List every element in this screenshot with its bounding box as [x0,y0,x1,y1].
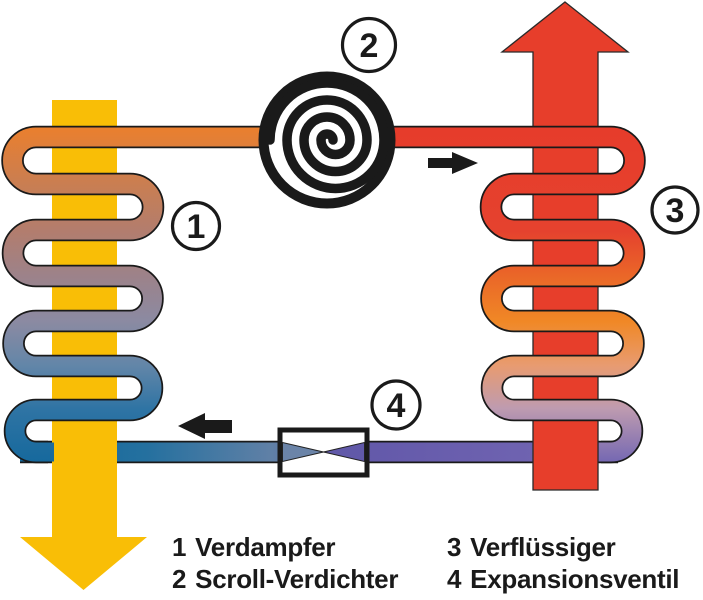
marker-evaporator: 1 [170,200,222,252]
legend-label: Scroll-Verdichter [195,564,399,594]
legend-item-verdampfer: 1 Verdampfer [172,532,336,563]
marker-circle [340,16,398,74]
marker-circle [170,200,222,252]
legend-number: 2 [172,564,187,594]
valve-nozzle-left [282,441,324,463]
legend-item-verfluessiger: 3 Verflüssiger [447,532,616,563]
marker-circle [650,185,700,235]
marker-label: 4 [387,387,406,425]
marker-compressor: 2 [340,16,398,74]
condenser-coil-pipe [392,127,644,462]
legend-item-scroll-verdichter: 2 Scroll-Verdichter [172,564,398,595]
marker-label: 2 [360,27,379,65]
scroll-compressor [258,71,396,209]
valve-nozzle-right [323,441,365,463]
legend-number: 3 [447,532,462,562]
marker-label: 3 [666,192,685,230]
legend-item-expansionsventil: 4 Expansionsventil [447,564,680,595]
evaporator-coil [1,125,262,464]
marker-circle [370,379,422,431]
flow-direction-right-icon [428,152,478,174]
scroll-spiral-icon [265,78,389,194]
marker-expansion-valve: 4 [370,379,422,431]
legend-number: 4 [447,564,462,594]
evaporator-coil-pipe [3,127,262,462]
legend-number: 1 [172,532,187,562]
legend-label: Expansionsventil [470,564,680,594]
condenser-coil [392,125,646,464]
marker-condenser: 3 [650,185,700,235]
legend-label: Verdampfer [195,532,336,562]
marker-label: 1 [187,208,206,246]
flow-direction-left-icon [178,413,232,439]
legend-label: Verflüssiger [470,532,616,562]
expansion-valve [277,427,370,478]
